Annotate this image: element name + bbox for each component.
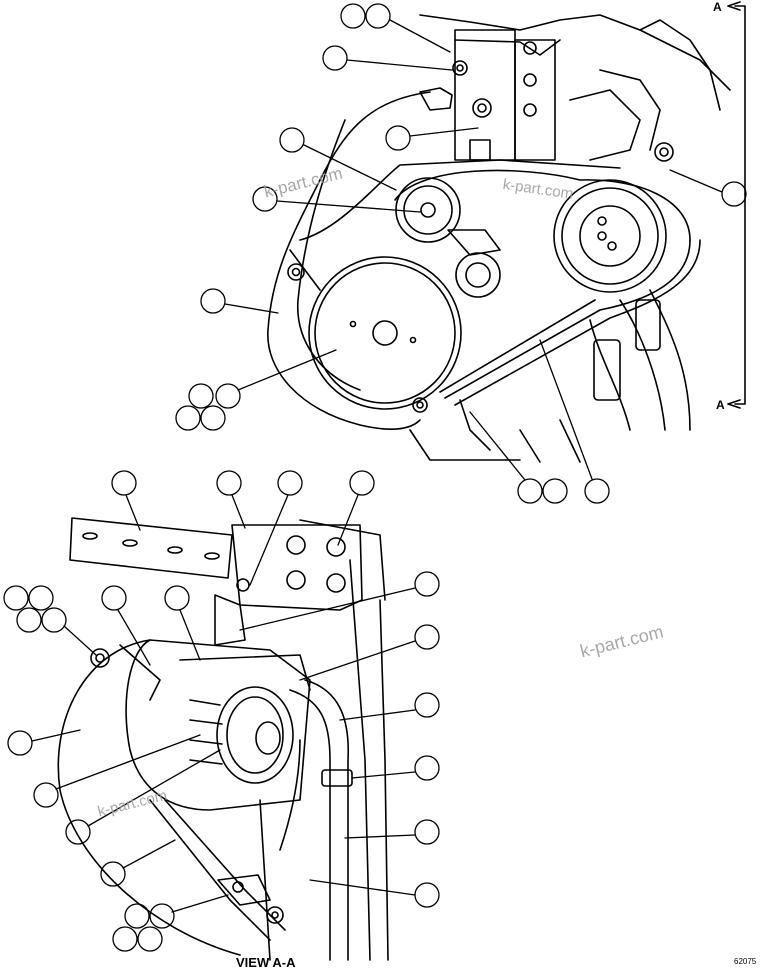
view-label: VIEW A-A [236, 955, 296, 970]
section-line-a-a [727, 1, 746, 409]
callout-bubbles [3, 3, 747, 952]
figure-number: 62075 [734, 957, 757, 966]
upper-belt-drive-view [267, 14, 731, 463]
section-marker-top: A [713, 0, 722, 14]
lower-view-a-a [57, 517, 389, 961]
section-marker-bottom: A [716, 398, 725, 412]
